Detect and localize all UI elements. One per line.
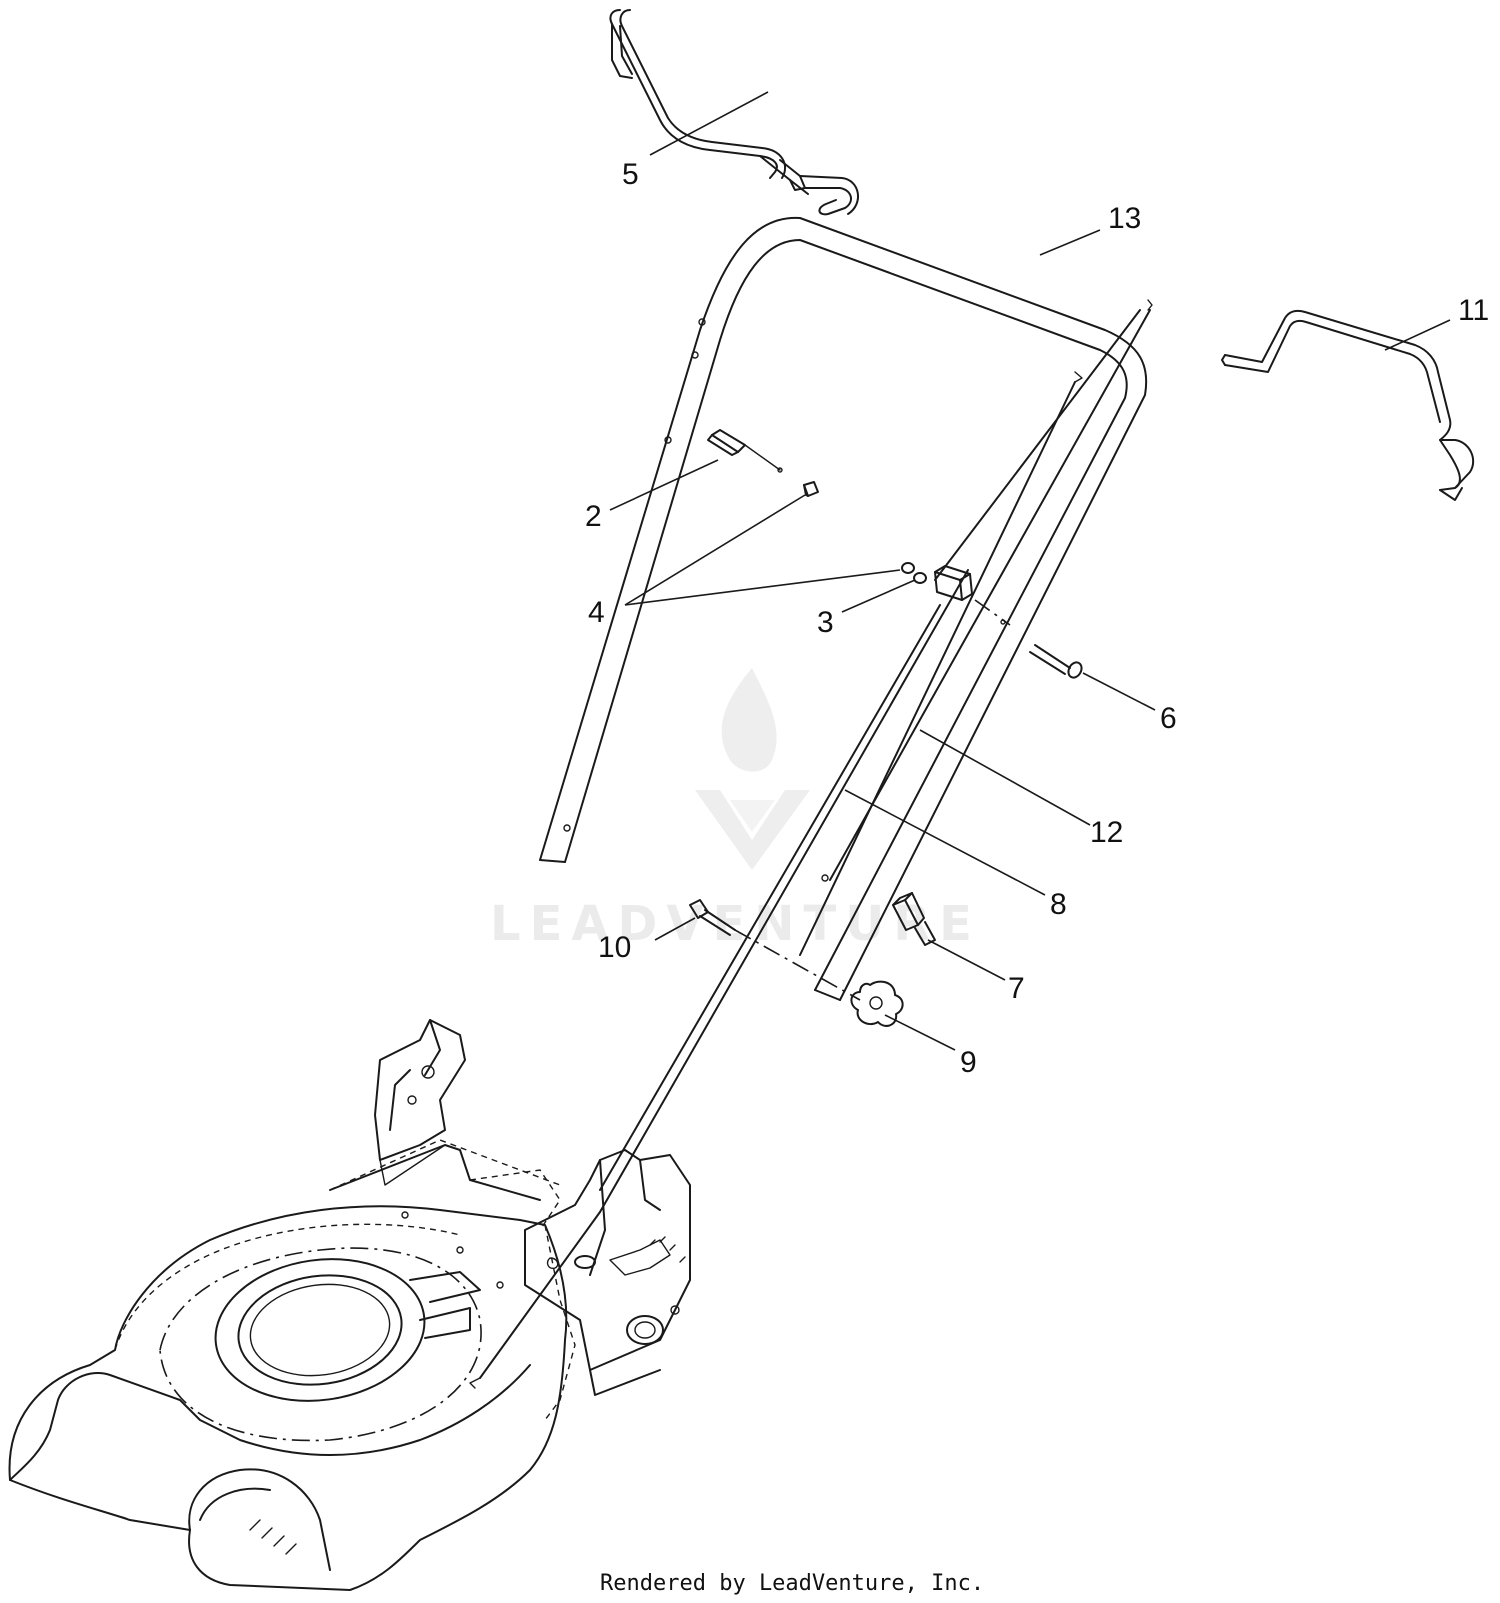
part-3-clip: [901, 562, 973, 601]
label-8: 8: [1050, 888, 1067, 921]
label-9: 9: [960, 1046, 977, 1079]
part-2-bolt: [707, 429, 783, 473]
part-8-cable: [469, 309, 1141, 1389]
label-13: 13: [1108, 202, 1141, 235]
leader-lines: [609, 91, 1451, 1051]
part-13-upper-handle: [539, 216, 1153, 1001]
watermark-text: LEADVENTURE: [490, 896, 981, 952]
part-5-bail: [609, 9, 859, 216]
label-6: 6: [1160, 702, 1177, 735]
part-10-bolt: [689, 899, 861, 1001]
label-7: 7: [1008, 972, 1025, 1005]
mower-deck: [8, 1139, 576, 1591]
label-12: 12: [1090, 816, 1123, 849]
leadventure-logo-icon: [695, 668, 810, 870]
label-10: 10: [598, 931, 631, 964]
label-3: 3: [817, 606, 834, 639]
part-7-spacer: [892, 892, 936, 946]
label-4: 4: [588, 596, 605, 629]
part-6-pin: [974, 599, 1083, 679]
part-4-nut: [803, 481, 819, 497]
part-11-bail: [1221, 309, 1475, 501]
label-2: 2: [585, 500, 602, 533]
watermark: LEADVENTURE: [490, 668, 981, 952]
part-9-knob: [850, 980, 904, 1027]
rendered-by-footer: Rendered by LeadVenture, Inc.: [600, 1571, 984, 1596]
rear-left-bracket: [374, 1019, 466, 1186]
part-12-inner-bar: [799, 309, 1151, 956]
label-11: 11: [1458, 294, 1489, 327]
part-labels: 5 13 11 2 4 3 6 12 8 10 7 9: [585, 158, 1489, 1079]
rear-right-bracket: [524, 1149, 691, 1396]
label-5: 5: [622, 158, 639, 191]
